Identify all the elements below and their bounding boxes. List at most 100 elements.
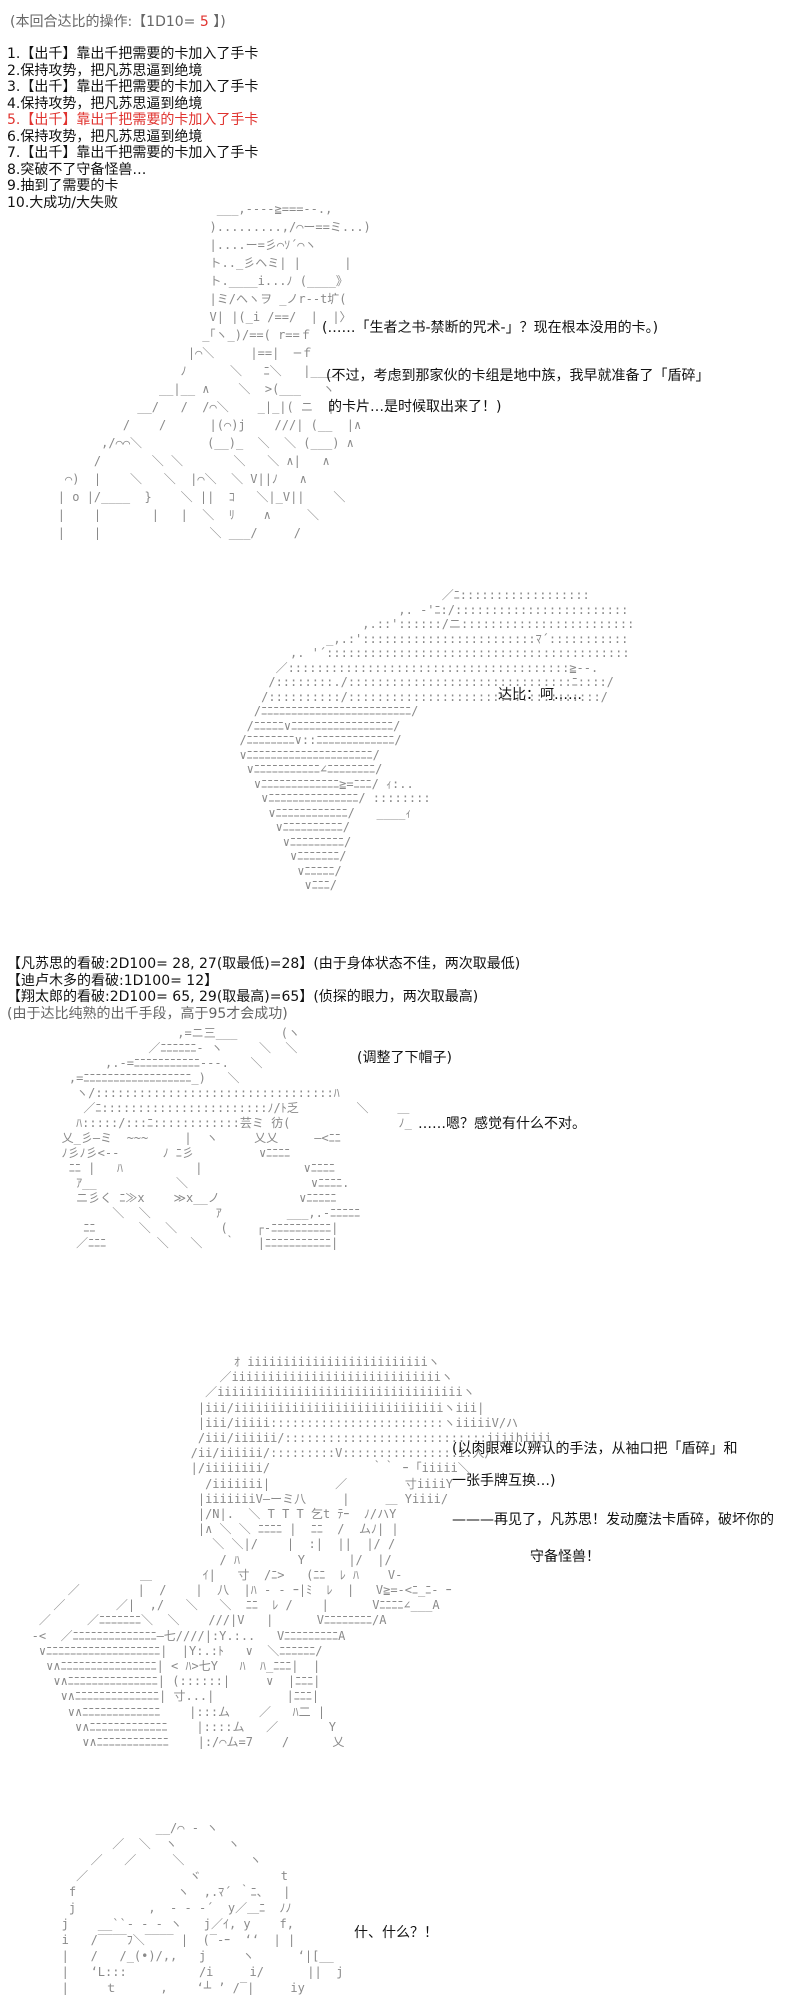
option-6: 6.保持攻势，把凡苏思逼到绝境 [7, 128, 203, 145]
option-8: 8.突破不了守备怪兽… [7, 161, 147, 178]
ascii-art-line: ／ﾆﾆﾆ ＼ ＼ ｀ |ﾆﾆﾆﾆﾆﾆﾆﾆﾆﾆﾆ| [40, 1236, 339, 1250]
scene4-line1: (以肉眼难以辨认的手法，从袖口把「盾碎」和 [452, 1441, 738, 1457]
ascii-art-line: ト.._彡ヘミ| | | [0, 256, 352, 270]
ascii-art-line: ∨∧ﾆﾆﾆﾆﾆﾆﾆﾆﾆﾆﾆﾆ |:/⌒ム=7 / 乂 [10, 1735, 345, 1750]
ascii-art-line: ∨ﾆﾆﾆﾆﾆﾆﾆ/ [225, 849, 347, 863]
ascii-art-line: ﾉ ＼ ﾆ＼ |____ [0, 364, 340, 378]
scene2-line1: 达比：呵…… [498, 687, 582, 703]
ascii-art-line: ∨∧ﾆﾆﾆﾆﾆﾆﾆﾆﾆﾆﾆﾆﾆﾆ| 寸...| |ﾆﾆﾆ| [10, 1689, 320, 1704]
ascii-art-line: | ｔ , ‘┴ ’ /‾| iy [40, 1981, 305, 1995]
ascii-art-character-shocked: __/⌒ ‐ ヽ ／ ＼ ヽ ヽ ／ ／ ＼ ヽ ／ ヾ t f ヽ ,.ﾏ´ … [40, 1820, 344, 1996]
ascii-art-line: ∨∧ﾆﾆﾆﾆﾆﾆﾆﾆﾆﾆﾆﾆﾆ |:::ム ／ ﾊ二 | [10, 1704, 326, 1719]
option-7: 7.【出千】靠出千把需要的卡加入了手卡 [7, 145, 259, 161]
ascii-art-line: |/N|. ＼ T T T 乞t ﾃｰ ﾉ/ハY [10, 1507, 397, 1522]
ascii-art-line: ／ ヾ t [40, 1869, 288, 1883]
ascii-art-line: ∨ﾆﾆﾆﾆﾆﾆﾆﾆﾆﾆ/ [225, 820, 351, 834]
ascii-art-line: _,.:'::::::::::::::::::::::::ﾏ´:::::::::… [225, 631, 629, 646]
ascii-art-line: |∧ ＼ ＼ ﾆﾆﾆﾆ | ﾆﾆ / ムﾉ| | [10, 1522, 399, 1537]
ascii-art-card: ／ﾆ:::::::::::::::::: ,. ‐'ﾆ:/:::::::::::… [225, 588, 634, 893]
ascii-art-line: ／ﾆ:::::::::::::::::: [225, 588, 590, 602]
ascii-art-line: /ﾆﾆﾆﾆﾆﾆﾆﾆ∨::ﾆﾆﾆﾆﾆﾆﾆﾆﾆﾆﾆﾆﾆ/ [225, 733, 402, 747]
option-9: 9.抽到了需要的卡 [7, 178, 119, 194]
ascii-art-line: |ミ/ヘヽヲ _ノr‐‐t圹( [0, 292, 347, 306]
scene4-line3: ———再见了，凡苏思！发动魔法卡盾碎，破坏你的 [452, 1512, 774, 1528]
option-4: 4.保持攻势，把凡苏思逼到绝境 [7, 95, 203, 112]
ascii-art-line: j , ‐ ‐ ‐´ y／＿ﾆ ﾉﾉ [40, 1901, 292, 1915]
ascii-art-line: ﾉ彡ﾉ彡<‐- ﾉ ﾆ彡 ∨ﾆﾆﾆﾆ [40, 1146, 291, 1160]
roll-suffix: 】) [208, 14, 226, 30]
ascii-art-line: __|__ ∧ ＼ >(___ ヽ [0, 382, 335, 396]
ascii-art-line: | / /_(•)/,, j ヽ ‘|[__ [40, 1949, 334, 1963]
ascii-art-line: ＼ ＼ ｱ ___,.-ﾆﾆﾆﾆﾆ [40, 1206, 361, 1220]
ascii-art-line: 乂_彡―ミ ~~~ | ヽ 乂乂 ―<ﾆﾆ [40, 1131, 341, 1145]
ascii-art-line: / / |(⌒)j ///| (__ |∧ [0, 418, 362, 432]
scene3-line2: ……嗯？感觉有什么不对。 [418, 1116, 586, 1132]
dice-note: (由于达比纯熟的出千手段，高于95才会成功) [7, 1005, 288, 1022]
ascii-art-line: ＿ ｲ| 寸 /ﾆ> (ﾆﾆ ﾚ ﾊ V‐ [10, 1567, 403, 1582]
ascii-art-line: ___,--‐‐≧===‐-., [0, 202, 333, 216]
ascii-art-line: ／ ＼ ヽ ヽ [40, 1837, 240, 1851]
ascii-art-line: /ﾆﾆﾆﾆﾆ∨ﾆﾆﾆﾆﾆﾆﾆﾆﾆﾆﾆﾆﾆﾆﾆﾆﾆ/ [225, 718, 401, 733]
scene1-line3: 的卡片…是时候取出来了！) [328, 399, 502, 415]
ascii-art-line: /ﾆﾆﾆﾆﾆﾆﾆﾆﾆﾆﾆﾆﾆﾆﾆﾆﾆﾆﾆﾆﾆﾆﾆﾆﾆ/ [225, 704, 419, 718]
ascii-art-character-1: ___,--‐‐≧===‐-., ).........,/⌒ー==ミ...) |… [0, 200, 371, 542]
ascii-art-line: ＼ ＼|/ | :| || |/ / [10, 1537, 396, 1552]
ascii-art-line: | ‘L::: /i i/ || j [40, 1965, 344, 1979]
scene4-line4: 守备怪兽！ [530, 1549, 600, 1565]
ascii-art-line: /ii/iiiiii/:::::::::V::::::::::::::::i:人… [10, 1446, 492, 1461]
ascii-art-line: _｢ヽ_)/==( r==ｆ [0, 328, 312, 342]
option-3: 3.【出千】靠出千把需要的卡加入了手卡 [7, 79, 259, 95]
ascii-art-line: ／ ／| ,/ ＼ ＼ ﾆﾆ ﾚ / | Vﾆﾆﾆﾆ∠___A [10, 1598, 440, 1613]
ascii-art-line: __/ / /⌒＼ _|_|( ニ | [0, 400, 335, 414]
ascii-art-line: ‐< ／ﾆﾆﾆﾆﾆﾆﾆﾆﾆﾆﾆﾆﾆﾆ―七////|:Y.:.. Vﾆﾆﾆﾆﾆﾆﾆ… [10, 1628, 346, 1643]
ascii-art-line: | | | | ＼ ﾘ ∧ ＼ [0, 508, 319, 522]
ascii-art-line: ∨ﾆﾆﾆﾆﾆﾆﾆﾆﾆﾆﾆﾆﾆﾆﾆﾆﾆﾆﾆﾆﾆ/ [225, 747, 380, 762]
ascii-art-line: ∨ﾆﾆﾆ/ [225, 878, 337, 892]
ascii-art-line: ∨∧ﾆﾆﾆﾆﾆﾆﾆﾆﾆﾆﾆﾆﾆﾆﾆ| (::::::| ∨ |ﾆﾆﾆ| [10, 1674, 321, 1689]
ascii-art-line: |iiiiiiiV―ーミ八 | ＿ Yiiii/ [10, 1491, 449, 1506]
dice-vansus: 【凡苏思的看破:2D100= 28, 27(取最低)=28】 [7, 956, 314, 972]
option-list: 1.【出千】靠出千把需要的卡加入了手卡 2.保持攻势，把凡苏思逼到绝境 3.【出… [7, 46, 258, 211]
scene5-line1: 什、什么？！ [354, 1925, 438, 1941]
option-5-selected: 5.【出千】靠出千把需要的卡加入了手卡 [7, 112, 259, 128]
option-2: 2.保持攻势，把凡苏思逼到绝境 [7, 62, 203, 79]
ascii-art-line: ﾆﾆ | ﾊ | ∨ﾆﾆﾆﾆ [40, 1161, 335, 1175]
ascii-art-line: ニ彡く ﾆ≫x ≫x__ノ ∨ﾆﾆﾆﾆﾆ [40, 1191, 337, 1205]
roll-value: 5 [199, 14, 209, 30]
ascii-art-line: /::::::::::/::::::::::::::::::::::::::::… [225, 689, 608, 704]
scene4-line2: 一张手牌互换…) [452, 1473, 556, 1489]
ascii-art-line: /iiiiiii| ／ 寸iiiiY [10, 1476, 454, 1491]
ascii-art-line: ／ ／ﾆﾆﾆﾆﾆﾆﾆ＼ ＼ ///|V | Vﾆﾆﾆﾆﾆﾆﾆﾆ/A [10, 1613, 387, 1628]
ascii-art-character-3: ｵ iiiiiiiiiiiiiiiiiiiiiiiiiヽ ／iiiiiiiiii… [10, 1355, 552, 1750]
ascii-art-line: / ﾊ Y |/ |/ [10, 1552, 392, 1567]
ascii-art-line: ﾊ:::::/:::ﾆ::::::::::::芸ミ 彷( ﾉ_ [40, 1116, 412, 1130]
ascii-art-line: ,. '´:::::::::::::::::::::::::::::::::::… [225, 646, 630, 660]
ascii-art-line: ト.____i...ﾉ (____》 [0, 274, 348, 288]
ascii-art-line: ∨ﾆﾆﾆﾆﾆ/ [225, 863, 342, 878]
ascii-art-line: |iii/iiiiiiiiiiiiiiiiiiiiiiiiiiiiiヽiii| [10, 1400, 485, 1415]
ascii-art-line: ／ | / | 八 |ﾊ ‐ ‐ ｰ|ﾐ ﾚ | V≧=‐<ﾆ_ﾆ‐ ｰ [10, 1583, 452, 1598]
ascii-art-line: ,/⌒⌒＼ (__)_ ＼ ＼ (___) ∧ [0, 436, 354, 450]
ascii-art-line: ,.-=ﾆﾆﾆﾆﾆﾆﾆﾆﾆﾆﾆ‐--. ＼ [40, 1056, 263, 1070]
ascii-art-line: ／iiiiiiiiiiiiiiiiiiiiiiiiiiiiiiiiiiヽ [10, 1385, 475, 1400]
roll-prefix: (本回合达比的操作:【1D10= [10, 14, 200, 30]
ascii-art-line: /::::::::./:::::::::::::::::::::::::::::… [225, 675, 614, 689]
ascii-art-line: |/iiiiiiii/ ｀｀ ｰ ｢iiiii＼ [10, 1461, 470, 1476]
scene1-line2: (不过，考虑到那家伙的卡组是地中族，我早就准备了「盾碎」 [326, 368, 710, 384]
ascii-art-line: ∨ﾆﾆﾆﾆﾆﾆﾆﾆﾆ/ [225, 834, 352, 849]
ascii-art-line: ∨ﾆﾆﾆﾆﾆﾆﾆﾆﾆﾆﾆﾆﾆﾆﾆ/ :::::::: [225, 791, 431, 805]
ascii-art-line: /iii/iiiiii/::::::::::::::::::::::::::::… [10, 1431, 552, 1446]
ascii-art-line: ∨ﾆﾆﾆﾆﾆﾆﾆﾆﾆﾆﾆﾆ/ ____ｨ [225, 805, 412, 820]
ascii-art-line: ,.::'::::::/ニ:::::::::::::::::::::::: [225, 617, 635, 631]
ascii-art-line: ／:::::::::::::::::::::::::::::::::::::::… [225, 660, 599, 675]
ascii-art-line: | | ＼ ___/ / [0, 526, 301, 540]
ascii-art-line: |iii/iiiii::::::::::::::::::::::::ヽiiiii… [10, 1415, 519, 1430]
ascii-art-line: ヽ/:::::::::::::::::::::::::::::::::ﾊ [40, 1086, 340, 1100]
ascii-art-line: |....ー=彡⌒ｿ´⌒ヽ [0, 238, 317, 252]
ascii-art-line: ／ﾆﾆﾆﾆﾆﾆ‐ ヽ ＼ ＼ [40, 1041, 298, 1055]
ascii-art-line: ∨ﾆﾆﾆﾆﾆﾆﾆﾆﾆﾆﾆﾆﾆ≧=ﾆﾆﾆ/ ｨ:.. [225, 776, 414, 791]
ascii-art-line: __/⌒ ‐ ヽ [40, 1821, 219, 1835]
ascii-art-line: f ヽ ,.ﾏ´ ｀ﾆ、 | [40, 1885, 291, 1899]
dice-vansus-note: (由于身体状态不佳，两次取最低) [313, 956, 521, 972]
ascii-art-line: ,=ﾆﾆﾆﾆﾆﾆﾆﾆﾆﾆﾆﾆﾆﾆﾆﾆﾆﾆ_) ＼ [40, 1071, 240, 1085]
